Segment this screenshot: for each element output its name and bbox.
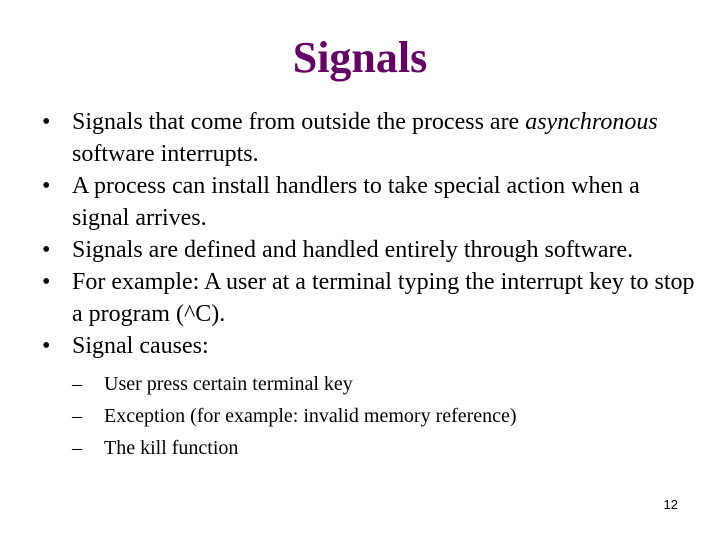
bullet-marker-icon: • [42, 173, 51, 199]
dash-marker-icon: – [72, 437, 82, 459]
bullet-marker-icon: • [42, 333, 51, 359]
bullet-item: • A process can install handlers to take… [42, 170, 702, 234]
dash-marker-icon: – [72, 405, 82, 427]
bullet-item: • For example: A user at a terminal typi… [42, 266, 702, 330]
sub-bullet-text: The kill function [104, 437, 239, 459]
bullet-marker-icon: • [42, 109, 51, 135]
sub-bullet-item: – Exception (for example: invalid memory… [72, 400, 702, 432]
bullet-text-part: software interrupts. [72, 141, 259, 167]
bullet-text: For example: A user at a terminal typing… [72, 269, 695, 327]
bullet-text: A process can install handlers to take s… [72, 173, 640, 231]
bullet-text: Signals that come from outside the proce… [72, 109, 658, 167]
sub-bullet-text: User press certain terminal key [104, 373, 353, 395]
sub-bullet-list: – User press certain terminal key – Exce… [72, 368, 702, 464]
sub-bullet-text: Exception (for example: invalid memory r… [104, 405, 517, 427]
bullet-item: • Signal causes: – User press certain te… [42, 330, 702, 464]
bullet-text: Signals are defined and handled entirely… [72, 237, 634, 263]
page-number: 12 [663, 497, 678, 512]
bullet-text: Signal causes: [72, 333, 209, 359]
dash-marker-icon: – [72, 373, 82, 395]
bullet-emphasis: asynchronous [525, 109, 658, 135]
bullet-marker-icon: • [42, 269, 51, 295]
sub-bullet-item: – User press certain terminal key [72, 368, 702, 400]
bullet-item: • Signals are defined and handled entire… [42, 234, 702, 266]
bullet-item: • Signals that come from outside the pro… [42, 106, 702, 170]
sub-bullet-item: – The kill function [72, 432, 702, 464]
bullet-text-part: Signals that come from outside the proce… [72, 109, 526, 135]
bullet-list: • Signals that come from outside the pro… [42, 106, 702, 464]
bullet-marker-icon: • [42, 237, 51, 263]
slide-title: Signals [292, 33, 428, 82]
